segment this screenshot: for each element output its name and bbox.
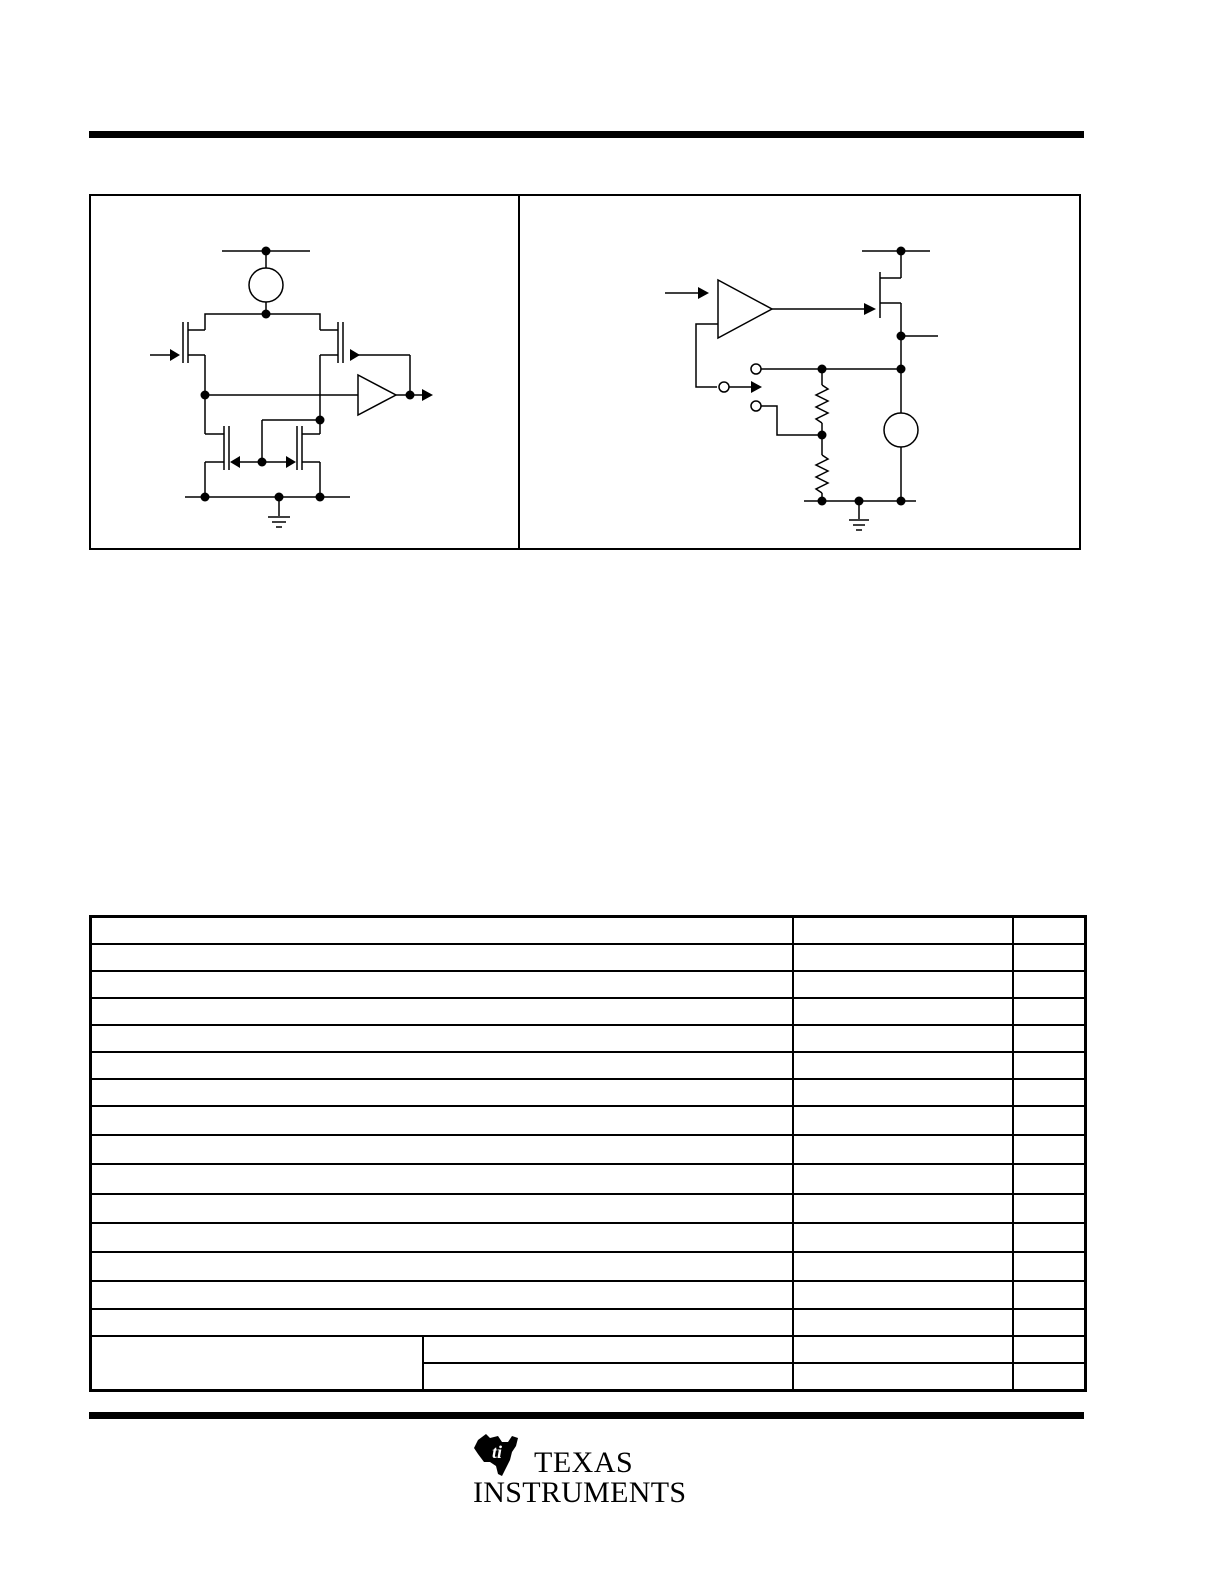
table-row xyxy=(89,996,1087,1026)
table-row xyxy=(89,1051,1087,1081)
output-stage-schematic xyxy=(665,246,938,531)
figure-frame xyxy=(89,194,1081,550)
svg-text:ti: ti xyxy=(492,1442,502,1462)
table-row xyxy=(89,1335,1087,1392)
table-row xyxy=(89,915,1087,945)
table-row xyxy=(89,1308,1087,1338)
input-stage-schematic xyxy=(150,246,433,528)
table-row xyxy=(89,1134,1087,1166)
footer-rule xyxy=(89,1412,1084,1419)
table-row xyxy=(89,1163,1087,1195)
logo-word-instruments: INSTRUMENTS xyxy=(473,1476,687,1509)
table-row xyxy=(89,1192,1087,1224)
table-row xyxy=(89,942,1087,972)
header-rule xyxy=(89,131,1084,138)
table-row xyxy=(89,1023,1087,1054)
ti-state-icon: ti xyxy=(474,1434,518,1476)
table-row xyxy=(89,1221,1087,1253)
texas-instruments-logo: ti TEXAS INSTRUMENTS xyxy=(472,1432,686,1508)
table-row xyxy=(89,1105,1087,1137)
table-row xyxy=(89,1078,1087,1108)
table-row xyxy=(89,969,1087,999)
table-row xyxy=(91,1362,1087,1392)
figure-divider xyxy=(518,194,520,550)
ratings-table xyxy=(89,915,1087,1392)
logo-word-texas: TEXAS xyxy=(534,1446,634,1479)
table-row xyxy=(89,1279,1087,1311)
table-row xyxy=(89,1250,1087,1282)
